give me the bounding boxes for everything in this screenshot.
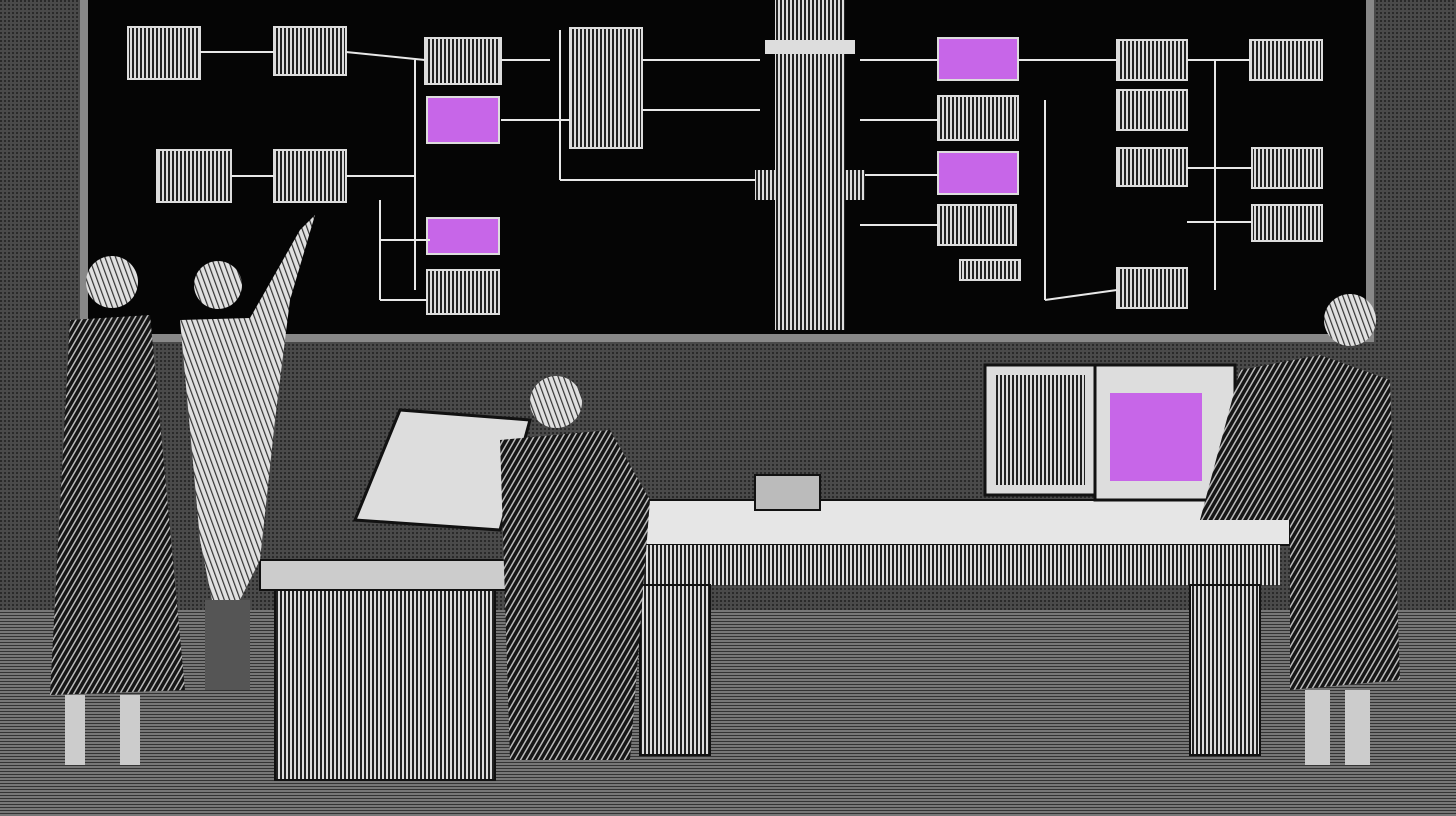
highlighted-panel [937, 37, 1019, 81]
diagram-panel [1116, 89, 1188, 131]
diagram-panel [273, 26, 347, 76]
diagram-panel [156, 149, 232, 203]
diagram-wires [200, 30, 1252, 301]
highlighted-panel [426, 217, 500, 255]
diagram-panel [959, 259, 1021, 281]
diagram-panel [1116, 267, 1188, 309]
diagram-panel [1116, 147, 1188, 187]
highlighted-display [1110, 393, 1202, 481]
diagram-panel [273, 149, 347, 203]
diagram-panel [937, 95, 1019, 141]
figure-seated [500, 376, 650, 760]
highlighted-panel [426, 96, 500, 144]
diagram-panel [1251, 147, 1323, 189]
diagram-wire [345, 51, 426, 61]
display-frames [983, 363, 1237, 502]
diagram-panel [127, 26, 201, 80]
figure-pointing [180, 215, 315, 690]
diagram-panel [569, 27, 643, 149]
diagram-wire [1044, 289, 1118, 301]
main-table [614, 474, 1291, 756]
figure-left-standing [50, 256, 185, 765]
highlighted-panel [937, 151, 1019, 195]
diagram-panel [937, 204, 1017, 246]
figure-right-standing [1200, 294, 1400, 765]
left-desk [259, 408, 532, 781]
diagram-panels [127, 26, 1323, 315]
diagram-panel [426, 269, 500, 315]
diagram-panel [1249, 39, 1323, 81]
diagram-panel [424, 37, 502, 85]
diagram-panel [1116, 39, 1188, 81]
diagram-panel [1251, 204, 1323, 242]
central-column [755, 0, 865, 330]
